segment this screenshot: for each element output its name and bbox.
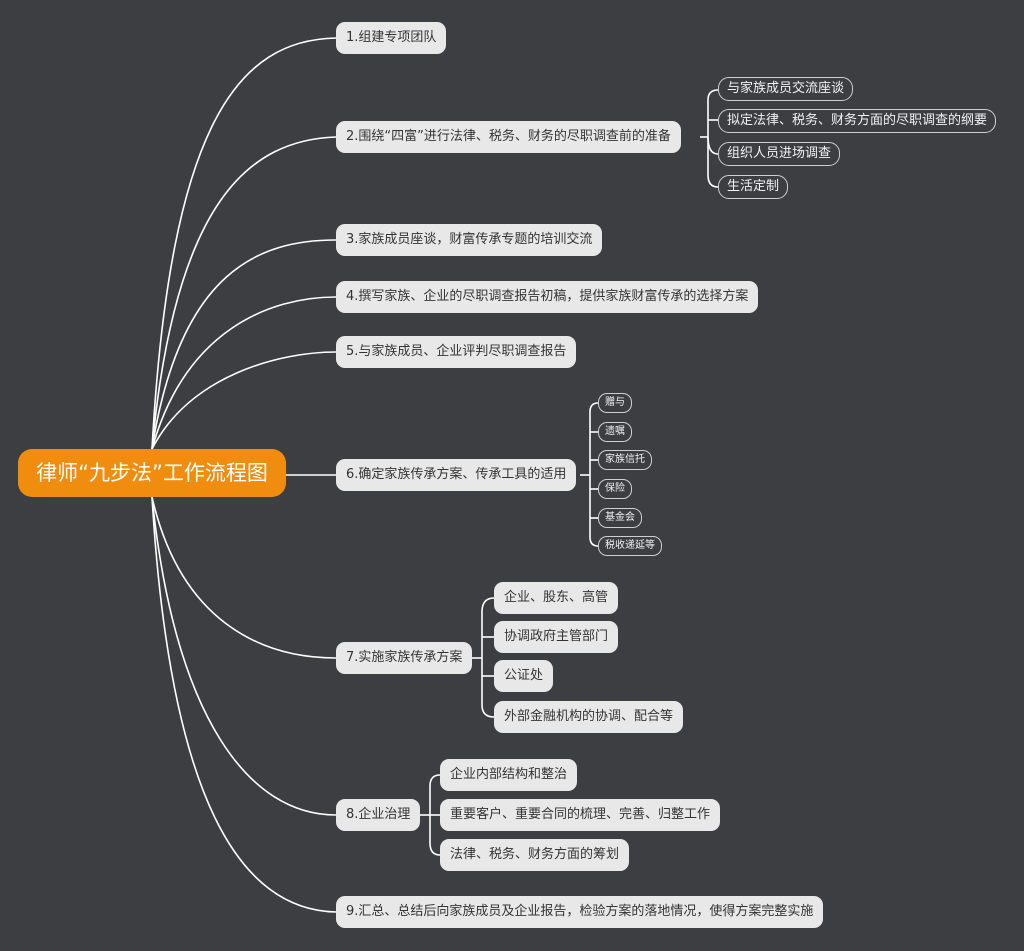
step-6-child[interactable]: 基金会 [598,508,642,528]
step-8-child[interactable]: 重要客户、重要合同的梳理、完善、归整工作 [440,799,721,831]
step-7-child[interactable]: 外部金融机构的协调、配合等 [494,701,684,733]
step-2-child[interactable]: 组织人员进场调查 [718,142,841,166]
connector-step-1 [151,37,337,450]
step-2-child[interactable]: 拟定法律、税务、财务方面的尽职调查的纲要 [718,109,997,133]
step-5-node[interactable]: 5.与家族成员、企业评判尽职调查报告 [336,336,577,368]
step-1-node[interactable]: 1.组建专项团队 [336,22,447,54]
step-7-node[interactable]: 7.实施家族传承方案 [336,642,473,674]
step-4-node[interactable]: 4.撰写家族、企业的尽职调查报告初稿，提供家族财富传承的选择方案 [336,281,759,313]
connector-step-2 [151,136,337,450]
step-7-child[interactable]: 协调政府主管部门 [494,621,619,653]
connector-step-5 [151,351,337,450]
step-8-node[interactable]: 8.企业治理 [336,799,421,831]
step-6-child[interactable]: 赠与 [598,393,632,413]
connector-step-3 [151,239,337,450]
step-2-child[interactable]: 生活定制 [718,175,789,199]
step-6-child[interactable]: 保险 [598,479,632,499]
step-6-child[interactable]: 遗嘱 [598,422,632,442]
connector-step-4 [151,296,337,450]
step-7-child[interactable]: 企业、股东、高管 [494,582,619,614]
root-topic[interactable]: 律师“九步法”工作流程图 [18,449,286,497]
step-2-node[interactable]: 2.围绕“四富”进行法律、税务、财务的尽职调查前的准备 [336,121,681,153]
connector-step-8 [151,496,337,816]
step-6-node[interactable]: 6.确定家族传承方案、传承工具的适用 [336,459,577,491]
step-2-child[interactable]: 与家族成员交流座谈 [718,77,854,101]
connector-step-9 [151,496,337,913]
connector-step-7 [151,496,337,659]
step-3-node[interactable]: 3.家族成员座谈，财富传承专题的培训交流 [336,224,603,256]
step-7-child[interactable]: 公证处 [494,660,554,692]
step-6-child[interactable]: 家族信托 [598,450,652,470]
step-6-child[interactable]: 税收递延等 [598,536,662,556]
step-8-child[interactable]: 企业内部结构和整治 [440,759,578,791]
step-8-child[interactable]: 法律、税务、财务方面的筹划 [440,839,630,871]
step-9-node[interactable]: 9.汇总、总结后向家族成员及企业报告，检验方案的落地情况，使得方案完整实施 [336,896,824,928]
